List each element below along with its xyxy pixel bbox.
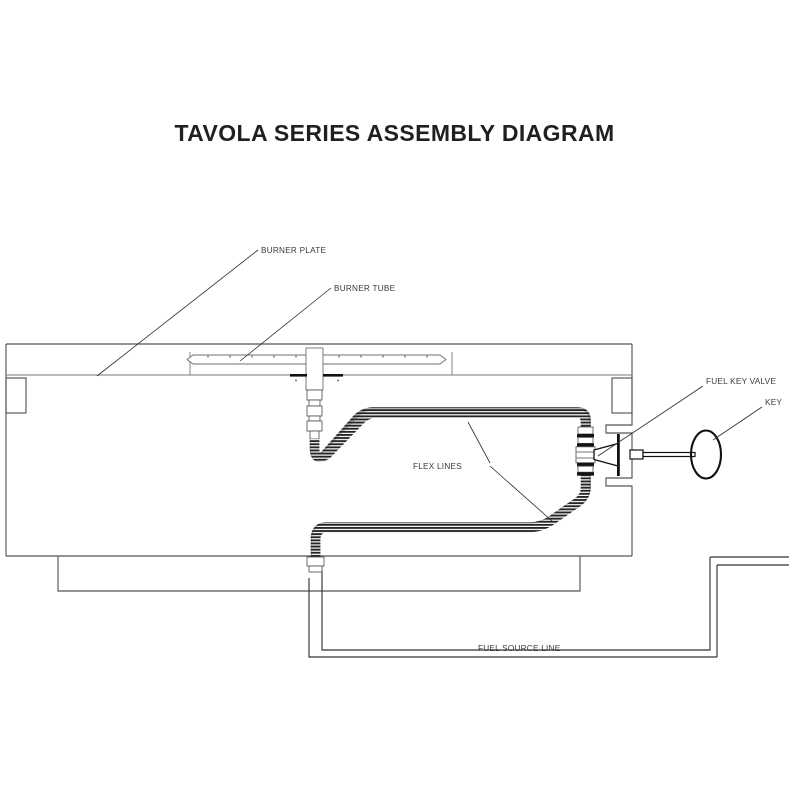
burner-tube-assembly bbox=[186, 347, 453, 391]
burner-tube-brackets bbox=[189, 352, 453, 375]
burner-tube-riser bbox=[305, 347, 324, 391]
enclosure-base-plinth bbox=[57, 556, 581, 592]
valve-flange bbox=[617, 434, 620, 476]
right-leg-bracket bbox=[611, 377, 633, 414]
burner-mount-bar-left bbox=[290, 374, 307, 377]
valve-cone-body bbox=[593, 442, 619, 467]
label-fuel-source-line: FUEL SOURCE LINE bbox=[478, 644, 561, 653]
flex-line-upper bbox=[309, 407, 591, 462]
label-fuel-key-valve: FUEL KEY VALVE bbox=[706, 377, 776, 386]
burner-port-group bbox=[207, 355, 428, 358]
page-title: TAVOLA SERIES ASSEMBLY DIAGRAM bbox=[174, 120, 615, 146]
supply-union-nut bbox=[308, 565, 323, 573]
leader-fuel-key-valve bbox=[597, 385, 704, 457]
key-shaft-collar bbox=[629, 449, 644, 460]
leader-burner-tube bbox=[239, 287, 332, 362]
mount-screw-left bbox=[294, 379, 298, 382]
valve-inlet-fitting-stack bbox=[575, 426, 596, 476]
mount-screw-right bbox=[336, 379, 340, 382]
annotation-layer: BURNER PLATE BURNER TUBE FLEX LINES FUEL… bbox=[96, 246, 782, 653]
left-leg-bracket bbox=[5, 377, 27, 414]
leader-key bbox=[712, 406, 763, 441]
flex-line-lower bbox=[310, 470, 591, 557]
fuel-key-valve-assembly bbox=[593, 429, 723, 480]
label-burner-plate: BURNER PLATE bbox=[261, 246, 326, 255]
leader-burner-plate bbox=[96, 249, 259, 377]
label-flex-lines: FLEX LINES bbox=[413, 462, 462, 471]
label-key: KEY bbox=[765, 398, 782, 407]
leader-flex-line-upper bbox=[467, 421, 491, 464]
fuel-source-line-assembly bbox=[306, 556, 789, 658]
flex-line-geometry-overlay bbox=[310, 409, 590, 556]
leader-flex-line-lower bbox=[489, 465, 553, 522]
flex-hose-lower-path bbox=[310, 470, 591, 557]
burner-mount-bar-right bbox=[323, 374, 343, 377]
flex-hose-lower-shade bbox=[310, 470, 591, 557]
key-shaft bbox=[642, 451, 696, 458]
supply-union-fitting bbox=[306, 556, 325, 567]
burner-drop-fitting-stack bbox=[306, 389, 323, 440]
key-loop-handle[interactable] bbox=[689, 429, 723, 480]
label-burner-tube: BURNER TUBE bbox=[334, 284, 396, 293]
